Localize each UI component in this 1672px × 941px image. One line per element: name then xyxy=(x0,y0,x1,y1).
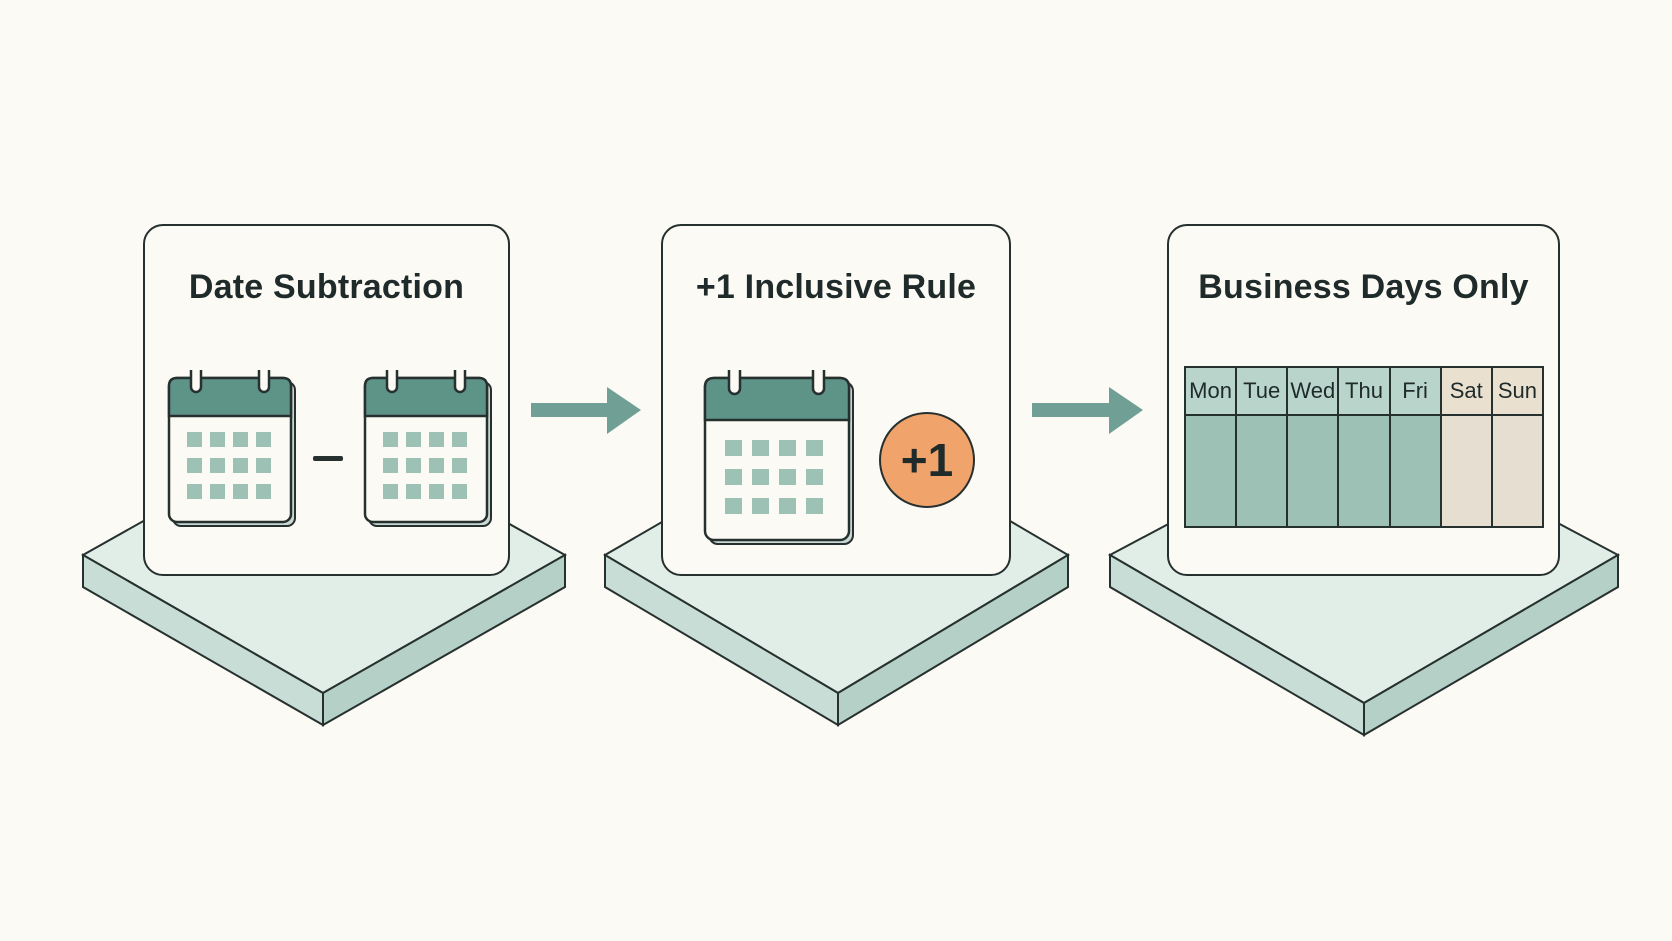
minus-icon xyxy=(313,456,343,461)
arrow-right-icon xyxy=(531,387,641,434)
day-header-sat: Sat xyxy=(1439,366,1493,416)
step-card-business-days: Business Days Only Mon Tue Wed Thu Fri S… xyxy=(1167,224,1560,576)
weekend-day-cell xyxy=(1490,414,1545,528)
calendar-icon xyxy=(703,370,854,545)
weekend-day-cell xyxy=(1439,414,1493,528)
day-header-tue: Tue xyxy=(1235,366,1289,416)
calendar-icon xyxy=(167,370,296,527)
day-header-thu: Thu xyxy=(1337,366,1391,416)
day-header-wed: Wed xyxy=(1286,366,1340,416)
week-grid: Mon Tue Wed Thu Fri Sat Sun xyxy=(1183,366,1545,528)
business-day-cell xyxy=(1183,414,1238,528)
step-card-date-subtraction: Date Subtraction xyxy=(143,224,510,576)
week-header-row: Mon Tue Wed Thu Fri Sat Sun xyxy=(1183,366,1545,416)
day-header-fri: Fri xyxy=(1388,366,1442,416)
step-title: Date Subtraction xyxy=(188,268,465,306)
day-header-sun: Sun xyxy=(1490,366,1545,416)
business-day-cell xyxy=(1388,414,1442,528)
step-card-inclusive-rule: +1 Inclusive Rule +1 xyxy=(661,224,1011,576)
business-day-cell xyxy=(1337,414,1391,528)
business-day-cell xyxy=(1235,414,1289,528)
arrow-right-icon xyxy=(1032,387,1143,434)
day-header-mon: Mon xyxy=(1183,366,1238,416)
week-body-row xyxy=(1183,414,1545,528)
step-title: Business Days Only xyxy=(1198,268,1529,306)
calendar-icon xyxy=(363,370,492,527)
business-day-cell xyxy=(1286,414,1340,528)
step-title: +1 Inclusive Rule xyxy=(695,268,977,306)
plus-one-badge: +1 xyxy=(879,412,975,508)
